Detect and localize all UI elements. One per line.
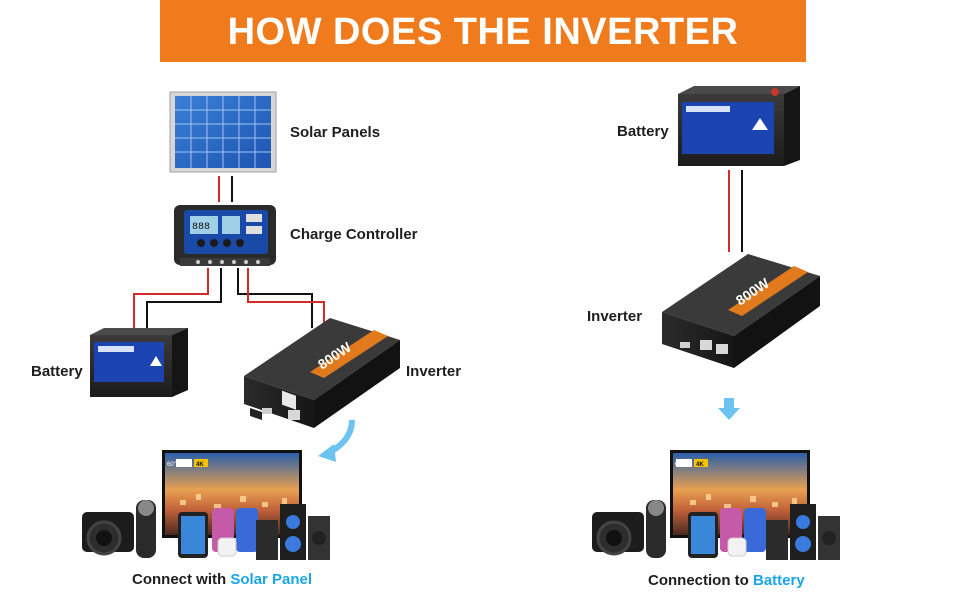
inverter-icon: [244, 318, 400, 428]
tv-size-badge: 60": [675, 462, 684, 468]
battery-icon: [90, 328, 188, 397]
controller-display: 888: [192, 222, 210, 233]
tv-size-badge: 60": [167, 462, 176, 468]
page-title: HOW DOES THE INVERTER WORK?: [227, 11, 739, 117]
battery-caption: Connection to Battery: [648, 572, 805, 589]
tv-resolution-badge: 4K: [696, 462, 704, 468]
tv-resolution-badge: 4K: [196, 462, 204, 468]
solar-caption-highlight: Solar Panel: [230, 571, 313, 588]
inverter-label: Inverter: [406, 363, 462, 380]
battery-caption-prefix: Connection to: [648, 572, 753, 589]
inverter-label: Inverter: [587, 308, 643, 325]
title-banner: HOW DOES THE INVERTER WORK?: [160, 0, 806, 117]
battery-label: Battery: [31, 363, 83, 380]
solar-caption: Connect with Solar Panel: [132, 571, 312, 588]
battery-caption-highlight: Battery: [753, 572, 805, 589]
appliances-illustration: [82, 450, 330, 560]
inverter-icon: [662, 254, 820, 368]
charge-controller-icon: [174, 205, 276, 266]
charge-controller-label: Charge Controller: [290, 226, 418, 243]
solar-panels-label: Solar Panels: [290, 124, 381, 141]
battery-label: Battery: [617, 123, 669, 140]
solar-panel-icon: [169, 91, 277, 173]
appliances-illustration: [592, 450, 840, 560]
solar-caption-prefix: Connect with: [132, 571, 231, 588]
battery-icon: [678, 86, 800, 166]
arrow-down-icon: [718, 398, 740, 420]
